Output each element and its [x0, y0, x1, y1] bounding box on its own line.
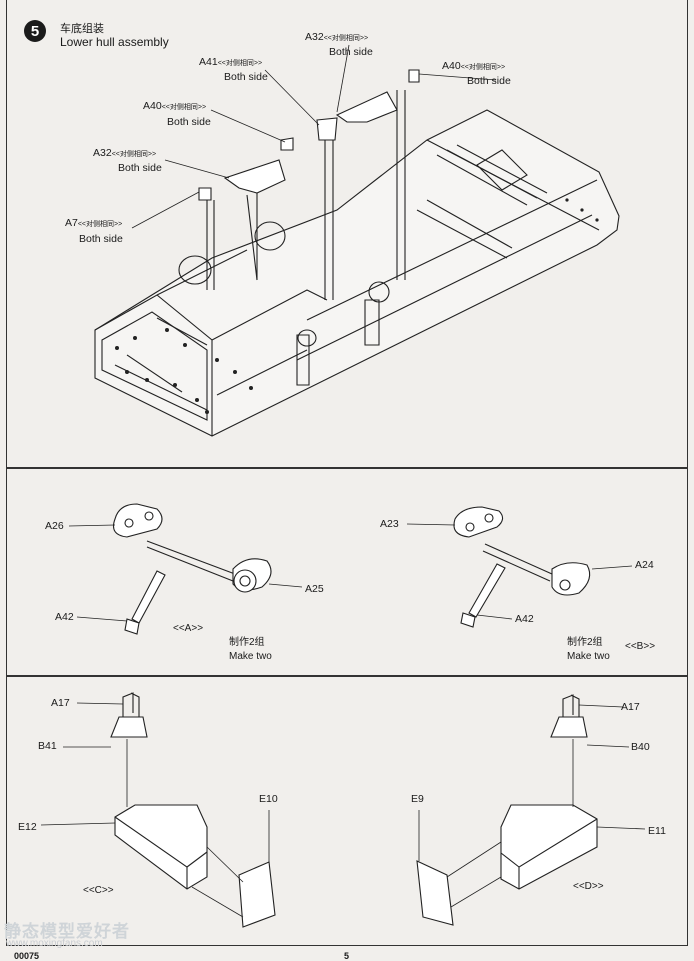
- subassembly-b-name: <<B>>: [625, 641, 656, 652]
- callout-part: A7: [65, 217, 78, 229]
- label-b40: B40: [631, 741, 650, 753]
- callout-sub: Both side: [329, 46, 373, 58]
- label-a42: A42: [55, 611, 74, 623]
- subassembly-a-make-en: Make two: [229, 651, 272, 662]
- callout-cn: <<对侧相同>>: [77, 221, 123, 228]
- subassembly-b-make-en: Make two: [567, 651, 610, 662]
- step-title-cn: 车底组装: [60, 23, 104, 35]
- callout-a7: A7<<对侧相同>>: [65, 218, 122, 229]
- callout-sub: Both side: [167, 116, 211, 128]
- callout-sub: Both side: [224, 71, 268, 83]
- callout-sub: Both side: [467, 75, 511, 87]
- subassembly-a-make-cn: 制作2组: [229, 637, 265, 648]
- label-a17-c: A17: [51, 697, 70, 709]
- callout-cn: <<对侧相同>>: [217, 60, 263, 67]
- callout-cn: <<对侧相同>>: [161, 104, 207, 111]
- label-a23: A23: [380, 518, 399, 530]
- stowage-box-panel: A17 B41 E12 E10 <<C>> A17 B40 E9 E11 <<D…: [6, 676, 688, 946]
- label-a17-d: A17: [621, 701, 640, 713]
- callout-a40-left: A40<<对侧相同>>: [143, 101, 206, 112]
- callout-a32-top: A32<<对侧相同>>: [305, 32, 368, 43]
- label-e10: E10: [259, 793, 278, 805]
- label-e12: E12: [18, 821, 37, 833]
- subassembly-d-name: <<D>>: [573, 881, 604, 892]
- callout-a41: A41<<对侧相同>>: [199, 57, 262, 68]
- callout-part: A41: [199, 56, 218, 68]
- step-number-badge: 5: [24, 20, 46, 42]
- step-title-en: Lower hull assembly: [60, 35, 169, 49]
- subassembly-b-make-cn: 制作2组: [567, 637, 603, 648]
- callout-cn: <<对侧相同>>: [111, 151, 157, 158]
- callout-a32-left: A32<<对侧相同>>: [93, 148, 156, 159]
- callout-cn: <<对侧相同>>: [323, 35, 369, 42]
- watermark-title: 静态模型爱好者: [4, 922, 130, 941]
- subassembly-a-name: <<A>>: [173, 623, 204, 634]
- callout-part: A40: [442, 60, 461, 72]
- subassembly-c-name: <<C>>: [83, 885, 114, 896]
- label-b41: B41: [38, 740, 57, 752]
- callout-sub: Both side: [118, 162, 162, 174]
- callout-sub: Both side: [79, 233, 123, 245]
- callout-part: A40: [143, 100, 162, 112]
- label-a24: A24: [635, 559, 654, 571]
- footer-code: 00075: [14, 951, 40, 961]
- lower-hull-panel: 5 车底组装 Lower hull assembly A32<<对侧相同>> B…: [6, 0, 688, 468]
- label-a26: A26: [45, 520, 64, 532]
- watermark-url: www.moxingfans.com: [6, 938, 103, 949]
- label-e11: E11: [648, 825, 666, 837]
- callout-cn: <<对侧相同>>: [460, 64, 506, 71]
- suspension-drawing: [68, 503, 633, 635]
- callout-part: A32: [305, 31, 324, 43]
- stowage-box-drawing: [40, 692, 646, 928]
- suspension-subassembly-panel: A26 A25 A42 <<A>> 制作2组 Make two A23 A24 …: [6, 468, 688, 676]
- label-a42-b: A42: [515, 613, 534, 625]
- callout-part: A32: [93, 147, 112, 159]
- lower-hull-drawing: [94, 44, 620, 437]
- label-a25: A25: [305, 583, 324, 595]
- footer-page-number: 5: [344, 951, 350, 961]
- callout-a40-right: A40<<对侧相同>>: [442, 61, 505, 72]
- label-e9: E9: [411, 793, 424, 805]
